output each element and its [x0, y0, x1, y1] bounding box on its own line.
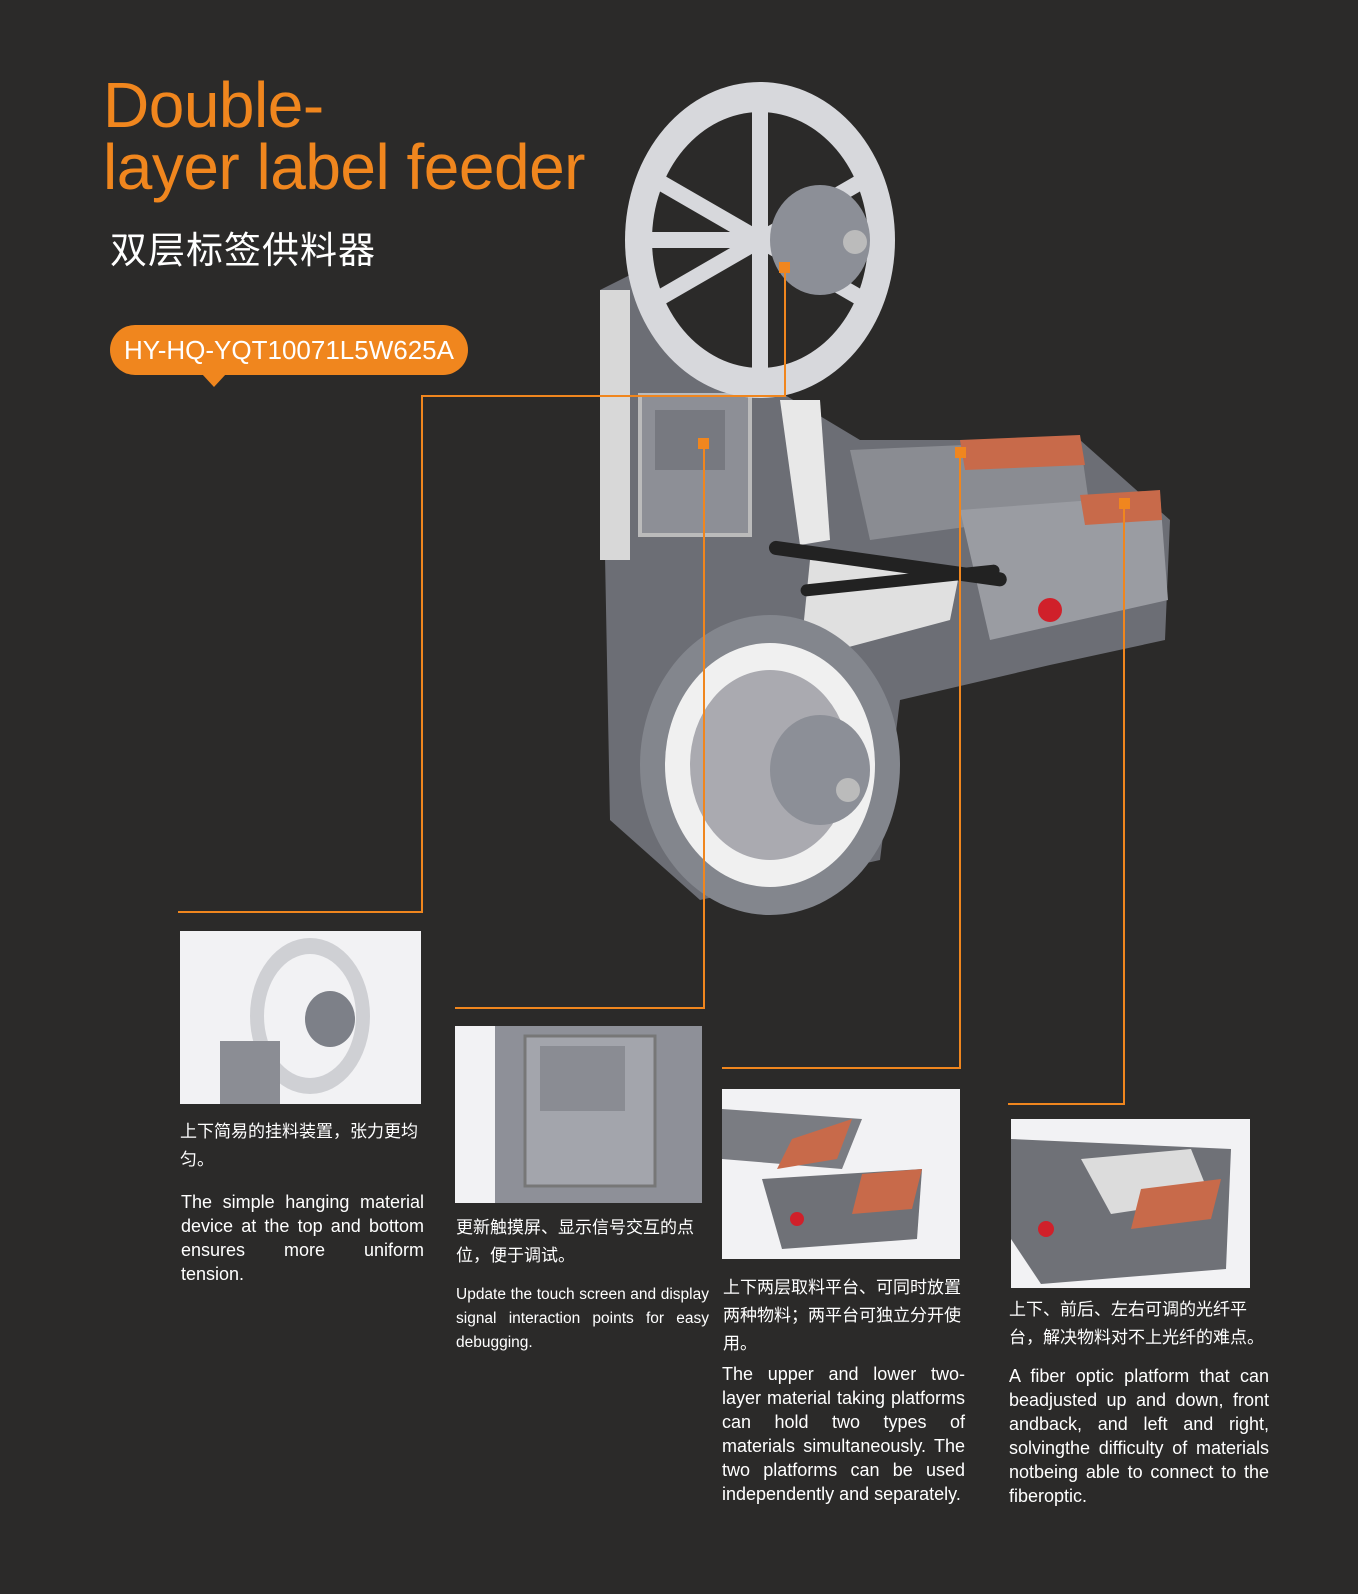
feature-3-en: The upper and lower two-layer material t… [722, 1364, 965, 1504]
thumbnail-reel [180, 931, 421, 1104]
feature-4-cn: 上下、前后、左右可调的光纤平台，解决物料对不上光纤的难点。 [1009, 1300, 1264, 1348]
callout-line-2 [455, 443, 705, 1009]
thumbnail-fiber-platform [1011, 1119, 1250, 1288]
callout-line-3 [722, 452, 961, 1069]
callout-line-1 [178, 268, 786, 913]
feature-1-cn: 上下简易的挂料装置，张力更均匀。 [180, 1122, 418, 1170]
callout-dot [779, 262, 790, 273]
feature-2-en: Update the touch screen and display sign… [456, 1286, 709, 1351]
feature-2-cn: 更新触摸屏、显示信号交互的点位，便于调试。 [456, 1218, 694, 1266]
callout-dot [698, 438, 709, 449]
feature-4-en: A fiber optic platform that can beadjust… [1009, 1366, 1269, 1506]
feature-3-cn: 上下两层取料平台、可同时放置两种物料；两平台可独立分开使用。 [723, 1278, 961, 1354]
model-badge: HY-HQ-YQT10071L5W625A [110, 325, 468, 387]
thumbnail-platforms [722, 1089, 960, 1259]
callout-dot [955, 447, 966, 458]
chinese-title: 双层标签供料器 [110, 229, 376, 272]
title-line-2: layer label feeder [103, 131, 585, 203]
thumbnail-touchscreen [455, 1026, 702, 1203]
title-line-1: Double- [103, 69, 324, 141]
callout-line-4 [1008, 503, 1125, 1105]
callout-dot [1119, 498, 1130, 509]
feature-1-en: The simple hanging material device at th… [181, 1192, 424, 1284]
